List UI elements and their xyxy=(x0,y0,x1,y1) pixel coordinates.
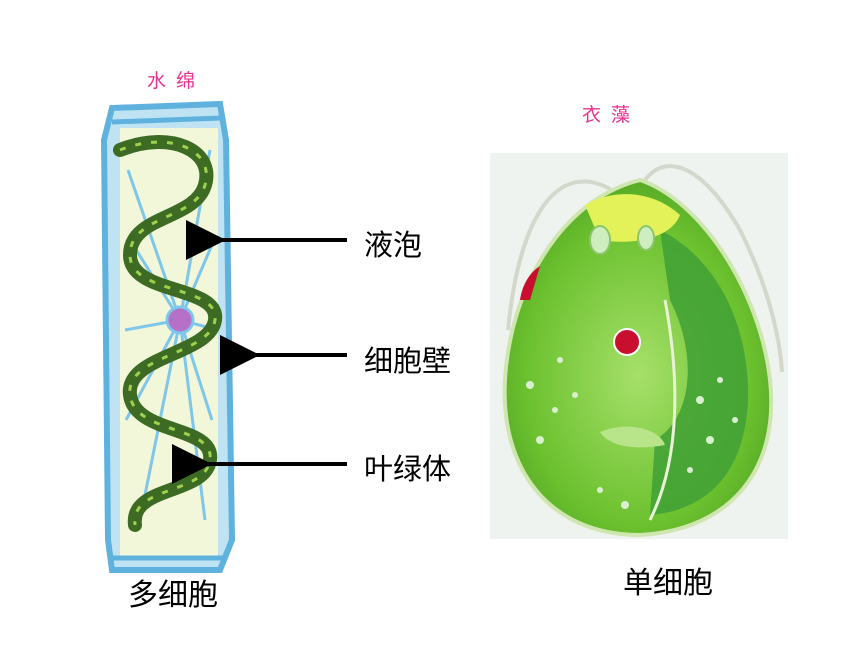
flagellum xyxy=(638,164,784,373)
flagellum xyxy=(506,179,613,331)
chlamydomonas-cell xyxy=(490,153,788,539)
label-vacuole: 液泡 xyxy=(364,228,423,262)
caption-multicellular: 多细胞 xyxy=(128,578,218,613)
nucleus xyxy=(165,305,195,335)
chlamydomonas-title: 衣 藻 xyxy=(582,104,633,126)
label-cell-wall: 细胞壁 xyxy=(364,344,452,378)
spirogyra-cell xyxy=(100,100,236,573)
eyespot xyxy=(613,328,641,356)
cell-bubbles xyxy=(526,357,738,509)
caption-unicellular: 单细胞 xyxy=(623,566,713,601)
contractile-vacuole xyxy=(589,225,611,255)
contractile-vacuole xyxy=(637,225,655,251)
label-chloroplast: 叶绿体 xyxy=(364,452,452,486)
spirogyra-title: 水 绵 xyxy=(147,70,198,92)
cup-chloroplast xyxy=(650,230,749,515)
